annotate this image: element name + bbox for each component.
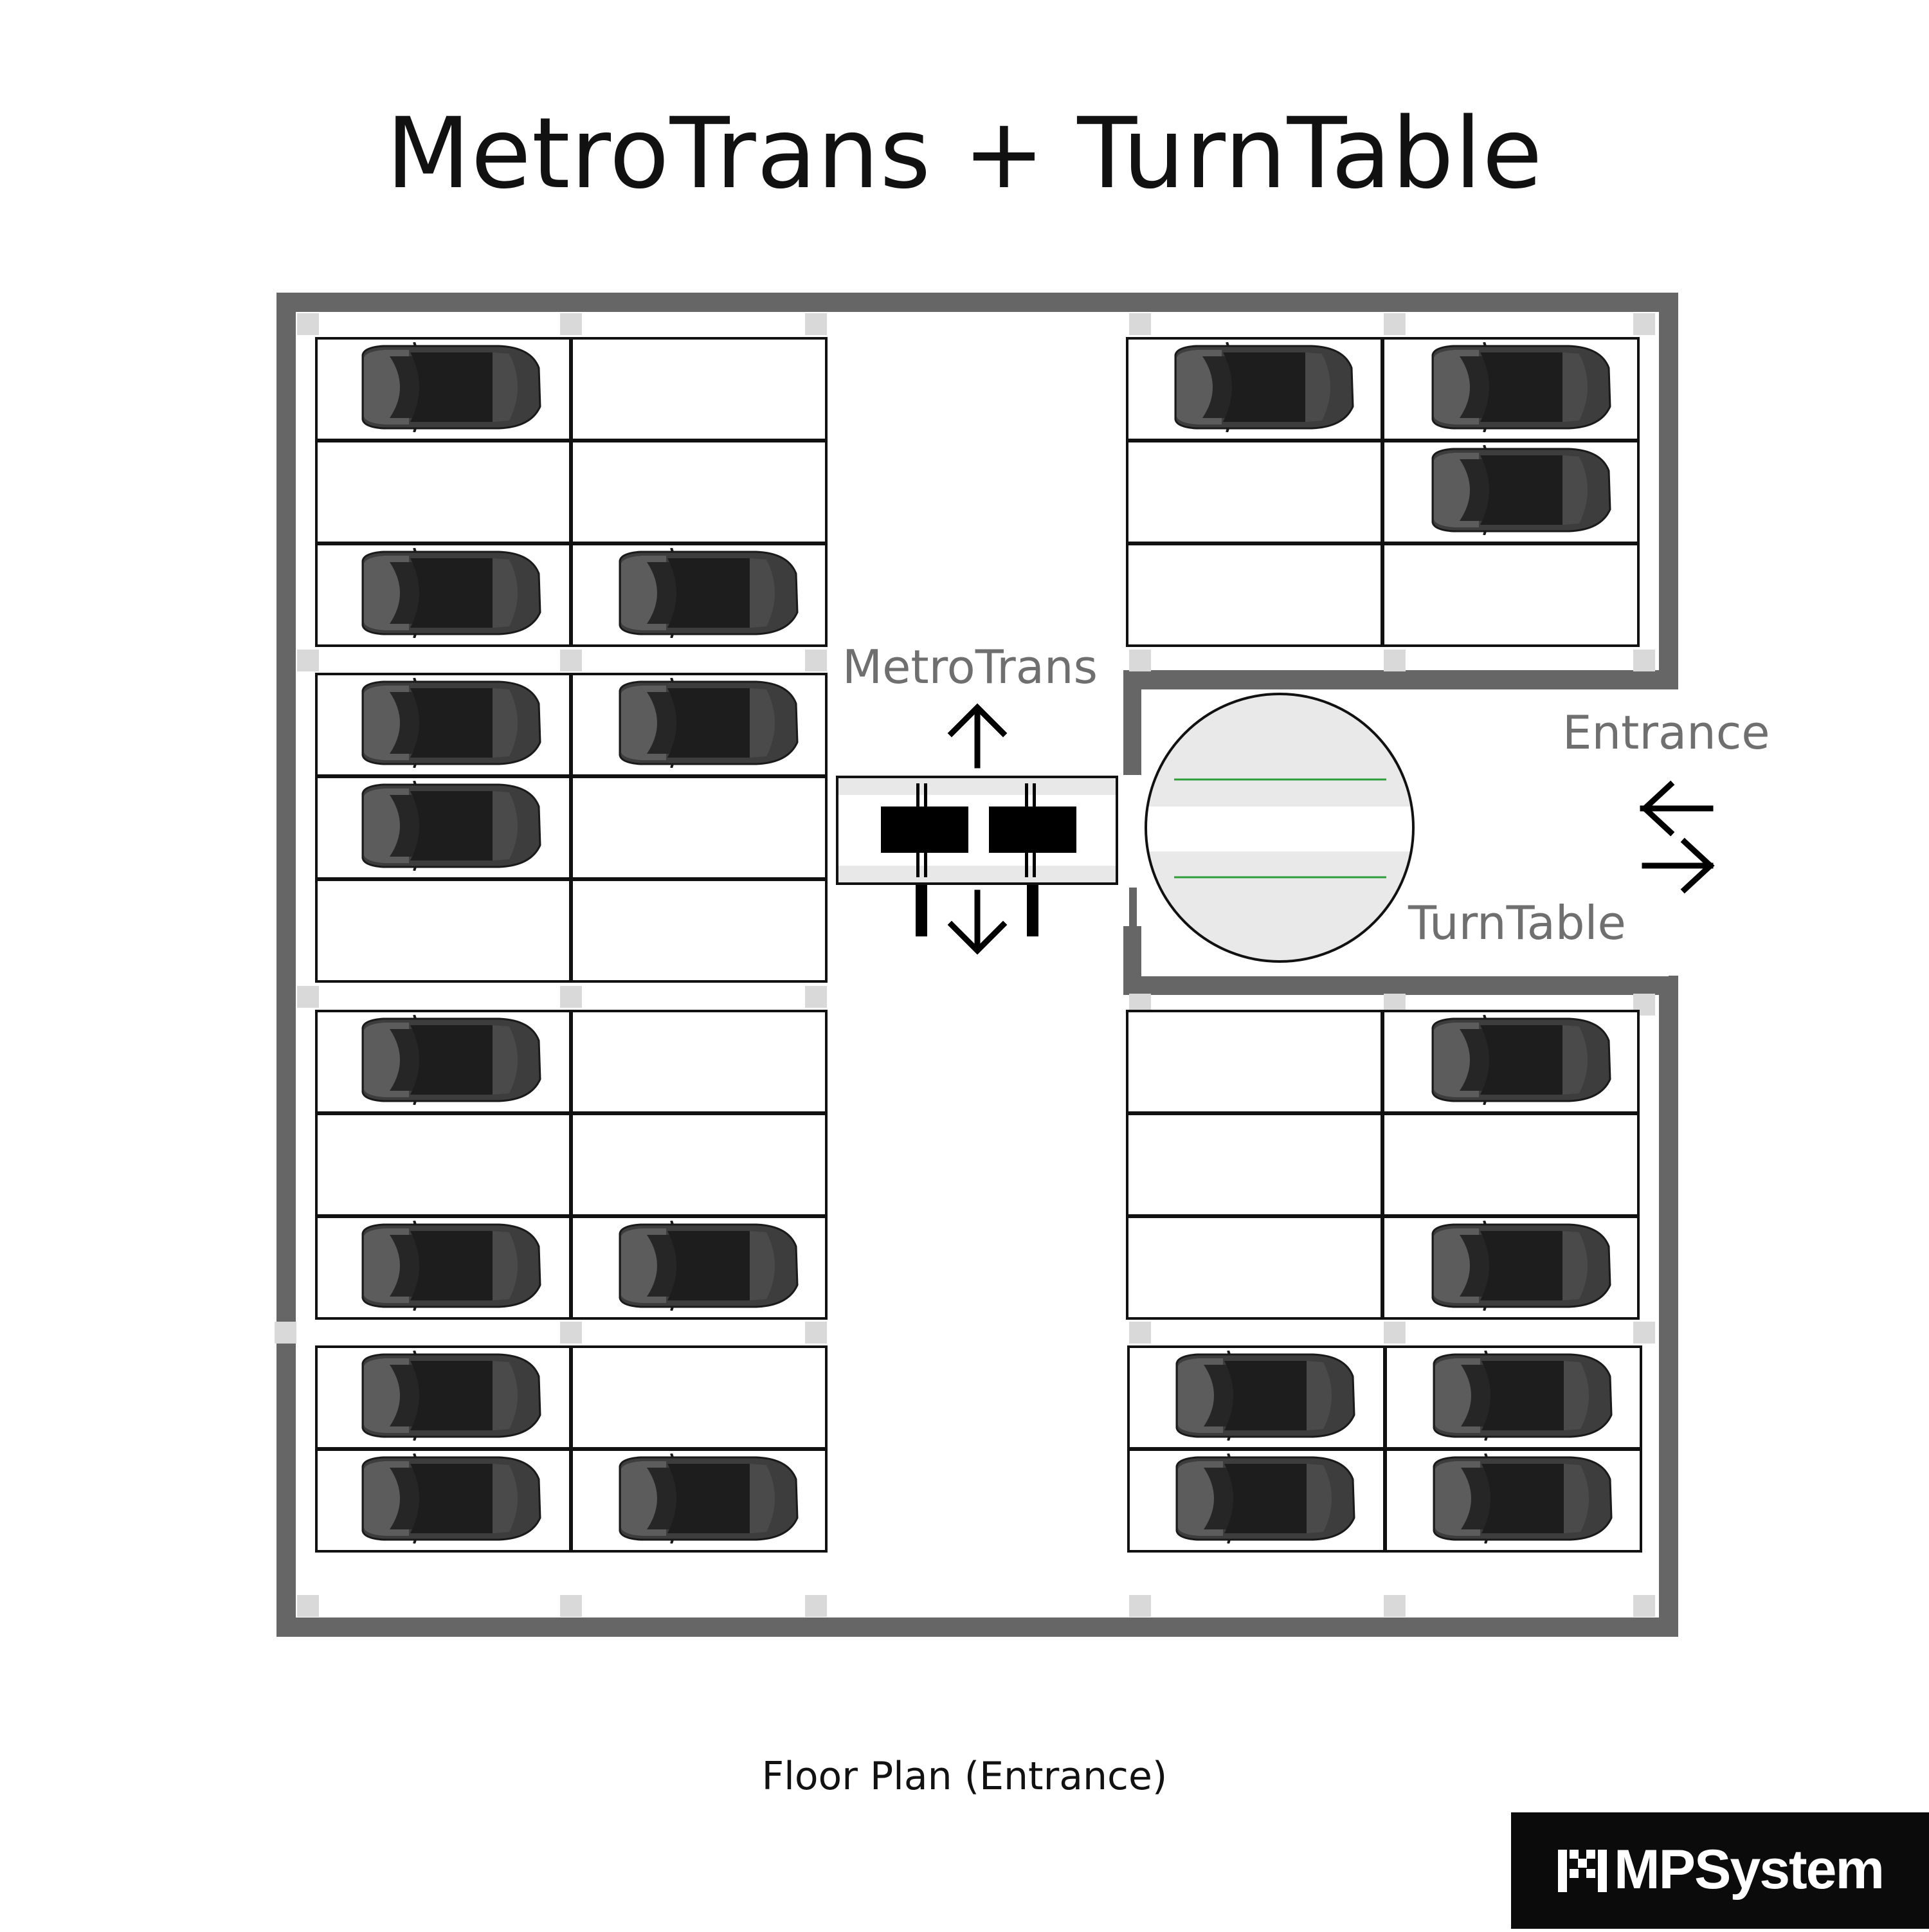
plan-caption: Floor Plan (Entrance) [761, 1754, 1168, 1799]
brand-footer: MPSystem [1511, 1812, 1929, 1929]
car-icon [361, 1015, 541, 1105]
metrotrans-shuttle [836, 776, 1118, 936]
car-icon [361, 678, 541, 768]
bidirectional-arrow-icon [1640, 780, 1715, 894]
car-icon [1431, 445, 1611, 535]
car-icon [361, 342, 541, 432]
metrotrans-label: MetroTrans [842, 640, 1098, 694]
car-icon [361, 1351, 541, 1441]
car-icon [619, 678, 799, 768]
car-icon [1175, 1351, 1355, 1441]
car-icon [619, 1454, 799, 1544]
turntable [1145, 693, 1415, 963]
page-title: MetroTrans + TurnTable [386, 96, 1543, 210]
mp-logo-icon [1558, 1850, 1607, 1892]
car-icon [1431, 1221, 1611, 1311]
brand-name: MPSystem [1614, 1839, 1885, 1900]
structural-columns [275, 313, 1655, 1617]
car-icon [1433, 1351, 1613, 1441]
car-icon [361, 781, 541, 871]
car-icon [1175, 1454, 1355, 1544]
car-icon [619, 548, 799, 638]
entrance-label: Entrance [1562, 706, 1770, 760]
down-arrow-icon [947, 889, 1008, 955]
up-arrow-icon [947, 703, 1008, 769]
car-icon [1431, 342, 1611, 432]
car-icon [361, 1454, 541, 1544]
car-icon [1431, 1015, 1611, 1105]
car-icon [1433, 1454, 1613, 1544]
car-icon [619, 1221, 799, 1311]
car-icon [361, 548, 541, 638]
car-icon [361, 1221, 541, 1311]
turntable-label: TurnTable [1408, 896, 1626, 950]
car-icon [1174, 342, 1354, 432]
